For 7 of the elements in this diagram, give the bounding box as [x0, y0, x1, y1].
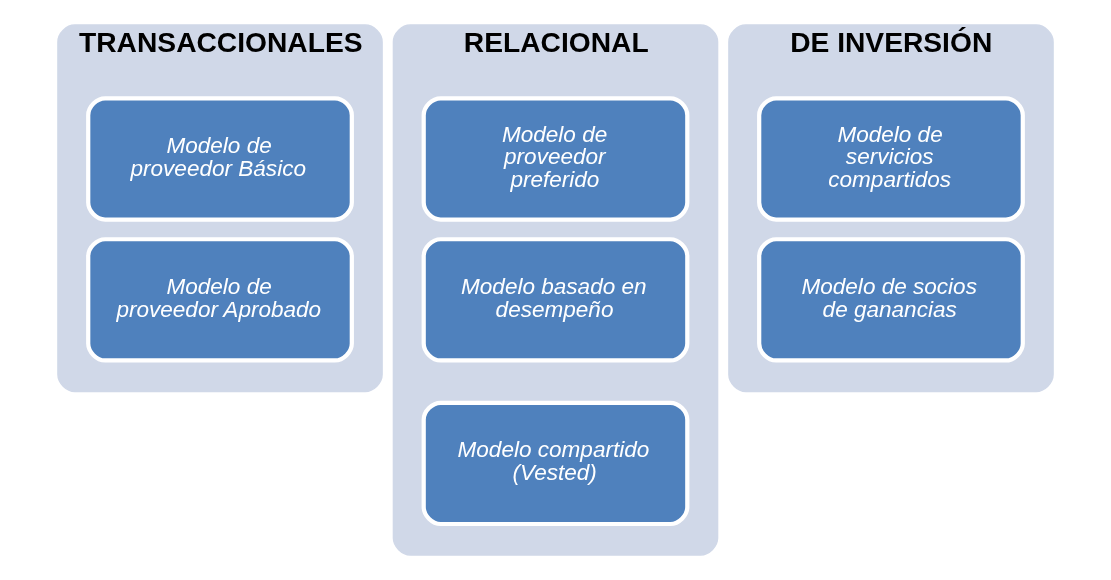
node-box: Modelo de proveedor preferido — [421, 96, 690, 222]
node-box: Modelo de proveedor Básico — [86, 96, 354, 222]
node-box: Modelo compartido (Vested) — [421, 400, 690, 527]
node-box: Modelo de servicios compartidos — [757, 96, 1025, 222]
node-box: Modelo de socios de ganancias — [757, 237, 1025, 363]
node-box: Modelo basado en desempeño — [421, 237, 690, 363]
node-box: Modelo de proveedor Aprobado — [86, 237, 354, 363]
